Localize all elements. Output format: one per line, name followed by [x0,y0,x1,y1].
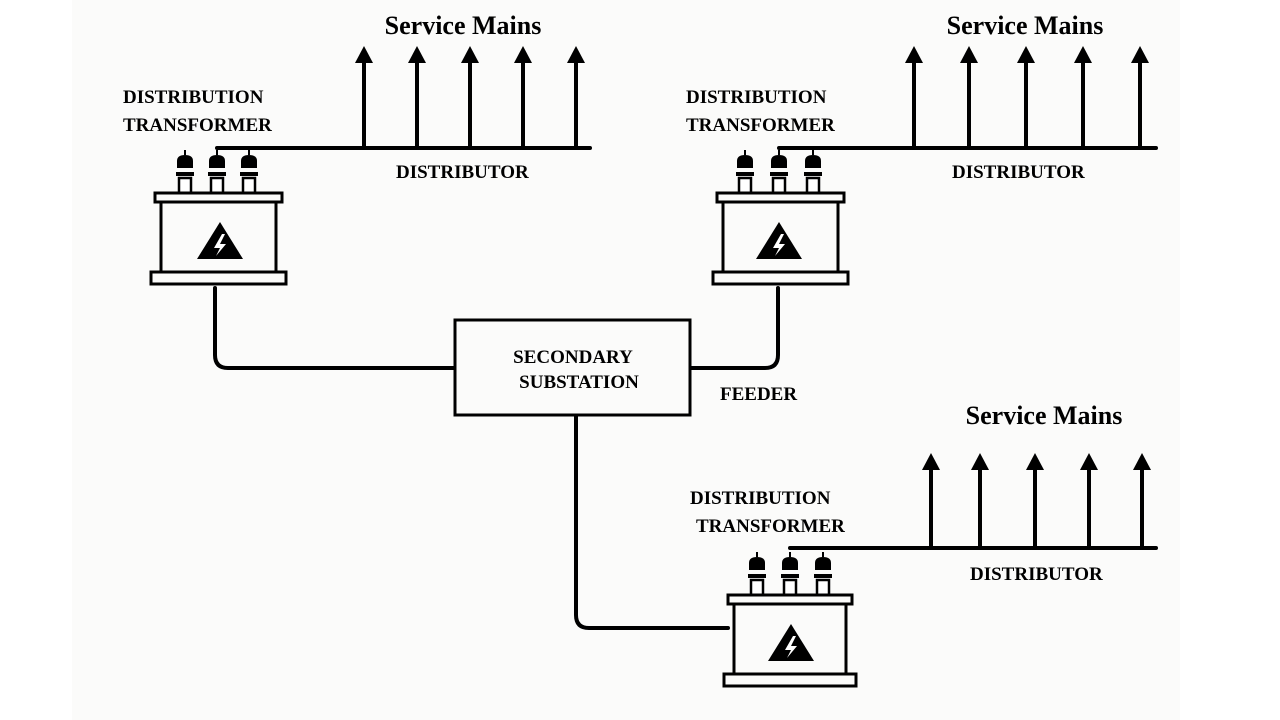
feeder-line-right [688,286,780,370]
bushing [781,552,799,597]
high-voltage-icon [197,222,243,259]
transformer-base [711,270,850,286]
service-main-arrow [905,46,923,146]
distributor-label: DISTRIBUTOR [396,162,529,183]
service-main-arrow [1017,46,1035,146]
service-main-arrow [567,46,585,146]
high-voltage-icon [768,624,814,661]
service-main-arrow [461,46,479,146]
feeder-line-bottom [574,414,730,630]
service-main-arrow [1131,46,1149,146]
bushing [208,150,226,195]
transformer-label-line2: TRANSFORMER [123,115,272,136]
transformer-label-line1: DISTRIBUTION [686,87,827,108]
service-main-arrow [960,46,978,146]
transformer-tank [732,602,848,676]
service-mains-label: Service Mains [966,401,1123,430]
service-mains-label: Service Mains [385,11,542,40]
service-mains-label: Service Mains [947,11,1104,40]
transformer-label-line1: DISTRIBUTION [123,87,264,108]
high-voltage-icon [756,222,802,259]
service-main-arrow [408,46,426,146]
bushing [748,552,766,597]
distributor-label: DISTRIBUTOR [970,564,1103,585]
transformer-label-line2: TRANSFORMER [686,115,835,136]
bushing [240,150,258,195]
substation-box [453,318,692,417]
service-main-arrow [1074,46,1092,146]
service-main-arrow [355,46,373,146]
service-main-arrow [514,46,532,146]
service-main-arrow [1026,453,1044,546]
transformer-base [722,672,858,688]
transformer-label-line1: DISTRIBUTION [690,488,831,509]
service-main-arrow [1133,453,1151,546]
secondary-substation: SECONDARY SUBSTATION [453,318,692,417]
feeder-label: FEEDER [720,384,797,405]
distribution-transformer [149,150,288,286]
transformer-label-line2: TRANSFORMER [696,516,845,537]
service-main-arrow [1080,453,1098,546]
branch-2: Service Mains DISTRIBUTION TRANSFORMER D… [686,11,1158,286]
distributor-label: DISTRIBUTOR [952,162,1085,183]
distribution-transformer [711,150,850,286]
bushing [814,552,832,597]
bushing [770,150,788,195]
branch-1: Service Mains DISTRIBUTION TRANSFORMER D… [123,11,592,286]
substation-label-line1: SECONDARY [513,347,633,368]
service-main-arrow [971,453,989,546]
transformer-base [149,270,288,286]
service-main-arrow [922,453,940,546]
branch-3: Service Mains DISTRIBUTION TRANSFORMER D… [690,401,1158,688]
distribution-transformer [722,552,858,688]
feeder-line-left [213,286,457,370]
substation-label-line2: SUBSTATION [519,372,639,393]
